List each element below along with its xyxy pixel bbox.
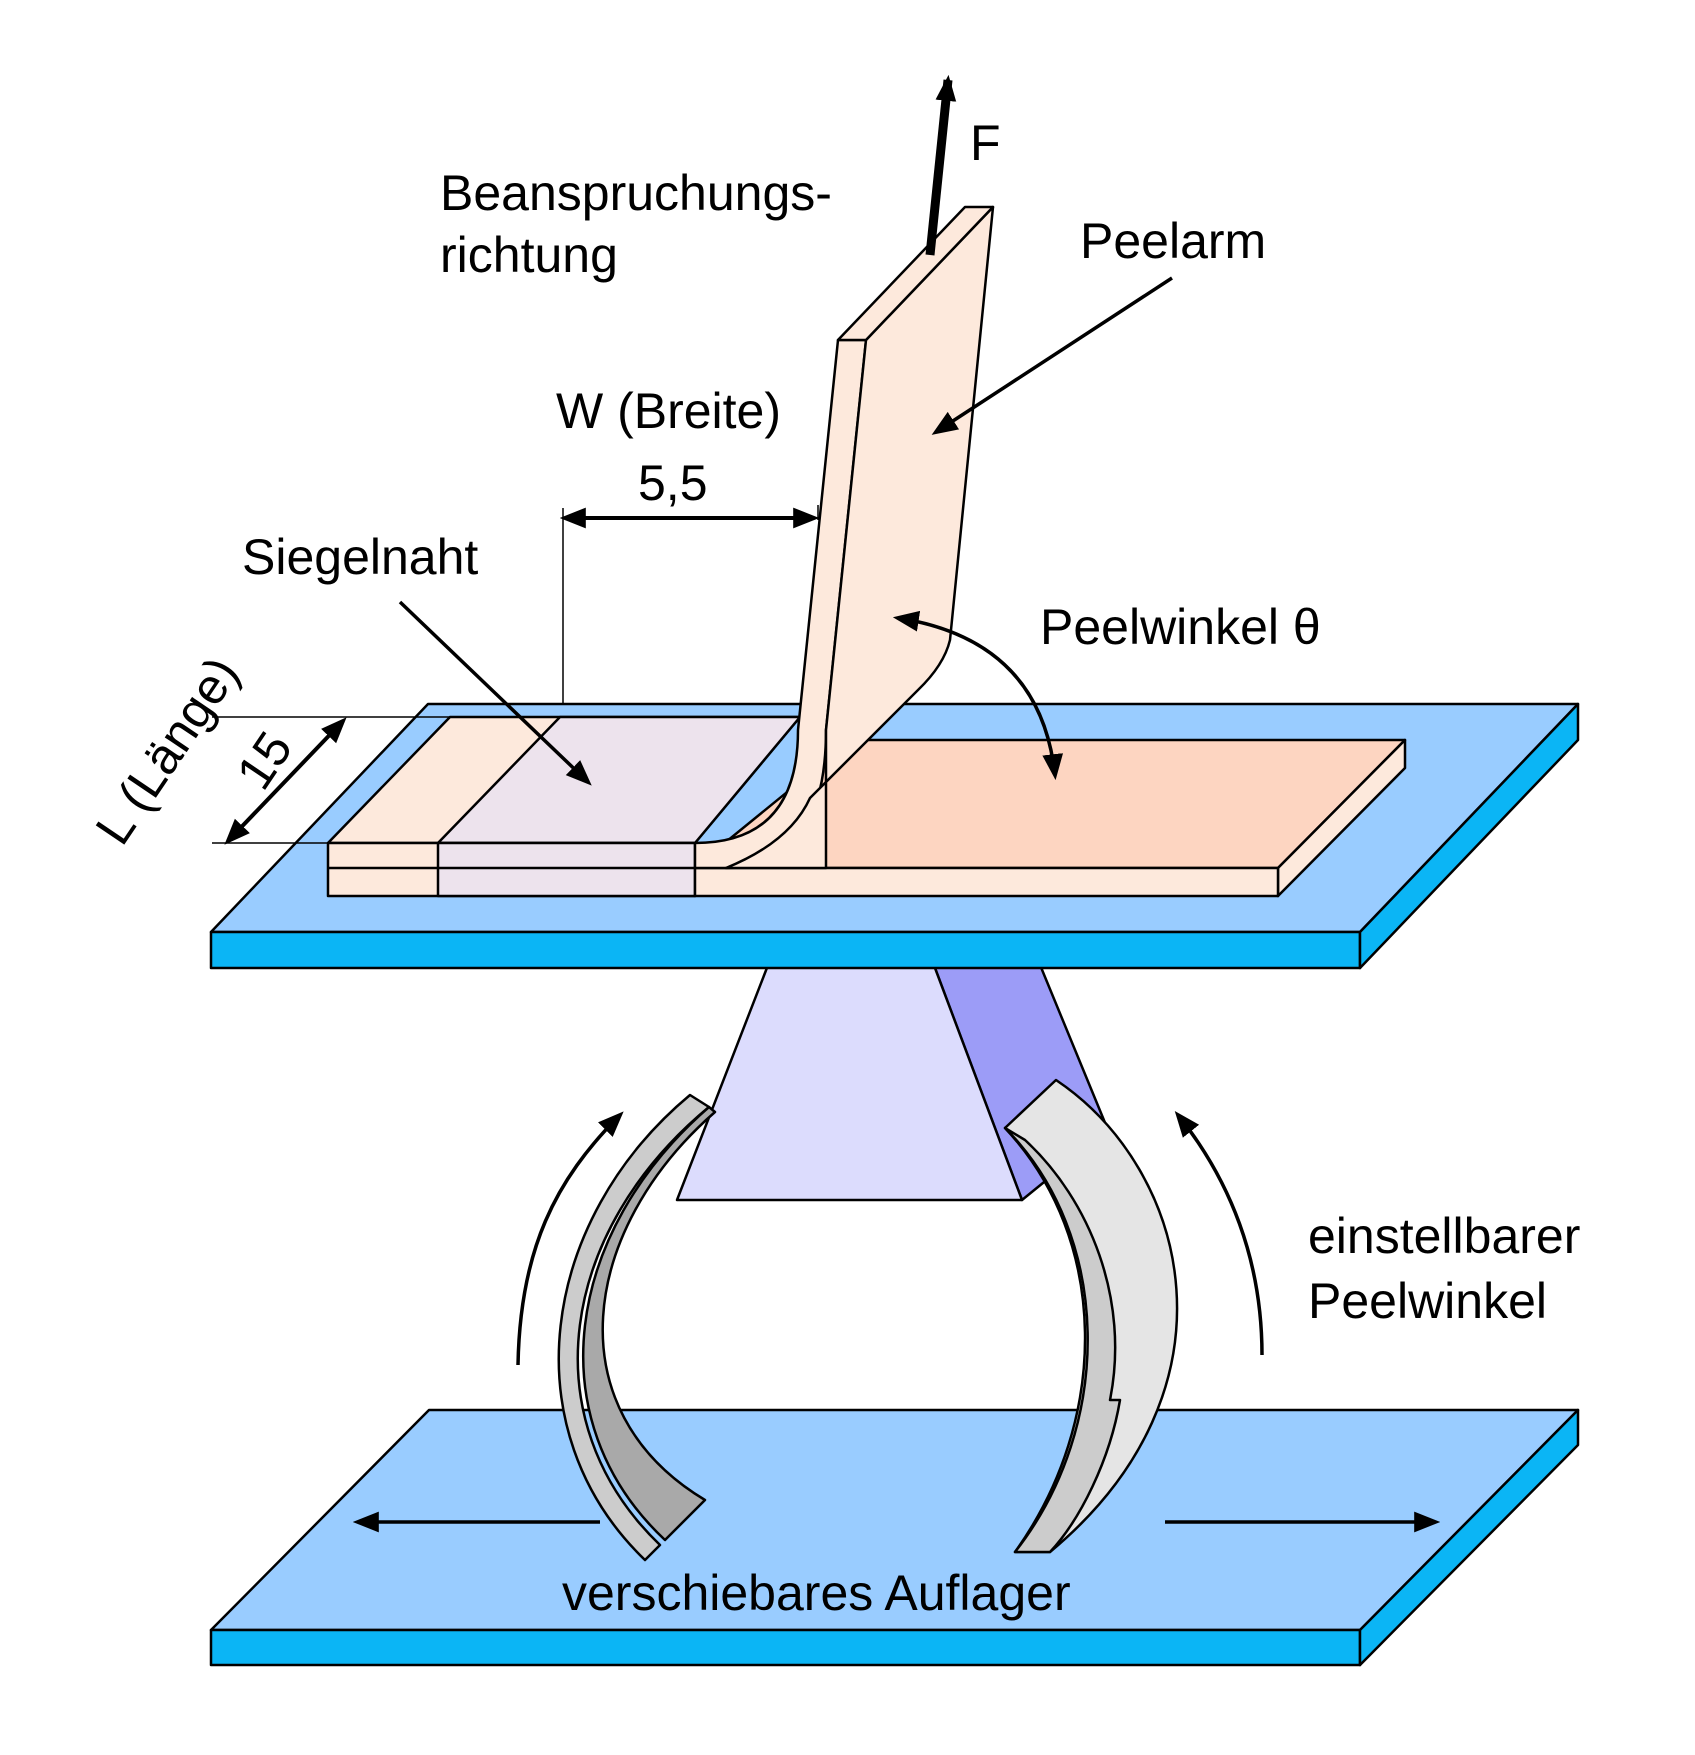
length-arrow xyxy=(224,717,347,845)
top-plate-side xyxy=(1358,702,1580,970)
load-direction-label-1: Beanspruchungs- xyxy=(440,165,832,221)
width-value: 5,5 xyxy=(638,455,708,511)
peel-arm xyxy=(693,205,995,870)
right-curved-rail xyxy=(1003,1078,1179,1554)
seal-seam-label: Siegelnaht xyxy=(242,529,478,585)
adjustable-label-1: einstellbarer xyxy=(1308,1208,1580,1264)
length-label: L (Länge) xyxy=(85,647,250,854)
peel-angle-label: Peelwinkel θ xyxy=(1040,599,1321,655)
right-rotation-arrow xyxy=(1174,1110,1264,1356)
force-arrow xyxy=(925,74,957,256)
sliding-support-label: verschiebares Auflager xyxy=(562,1565,1071,1621)
top-plate-front xyxy=(209,930,1362,970)
left-curved-rail xyxy=(557,1093,717,1562)
bottom-plate xyxy=(209,1408,1580,1667)
right-rail-inner xyxy=(1003,1126,1122,1554)
peel-arm-top xyxy=(836,205,995,342)
length-dimension xyxy=(212,716,450,845)
length-value: 15 xyxy=(226,722,304,799)
specimen-left xyxy=(326,715,1280,898)
seal-seam-pointer xyxy=(398,600,592,786)
lower-layer-front xyxy=(693,866,1280,898)
seal-seam-front xyxy=(436,841,697,898)
peel-angle-arrow xyxy=(892,610,1064,781)
bottom-plate-side xyxy=(1358,1408,1580,1667)
left-rail-outer xyxy=(557,1093,711,1562)
width-dimension xyxy=(559,505,820,704)
peel-arm-label: Peelarm xyxy=(1080,213,1266,269)
left-rotation-arrow xyxy=(516,1111,624,1366)
bottom-plate-front xyxy=(209,1628,1362,1667)
peel-arm-pointer xyxy=(931,276,1173,435)
width-label: W (Breite) xyxy=(556,383,781,439)
left-rail-inner xyxy=(582,1105,717,1542)
force-label: F xyxy=(970,115,1001,171)
load-direction-label-2: richtung xyxy=(440,227,618,283)
adjustable-label-2: Peelwinkel xyxy=(1308,1273,1547,1329)
